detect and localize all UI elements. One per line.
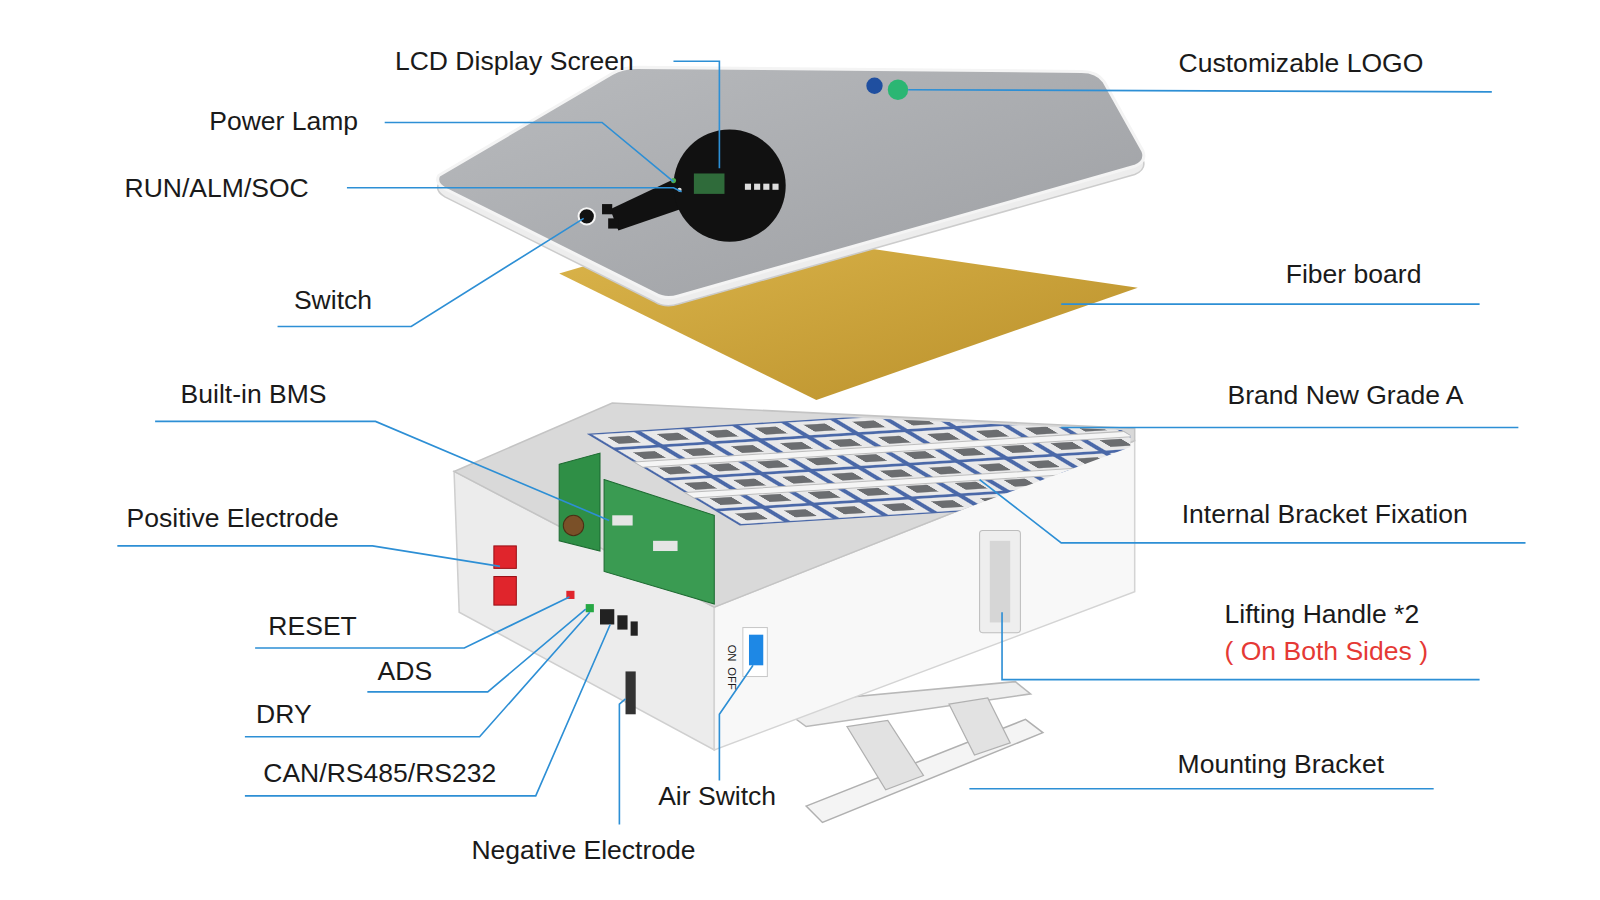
part-label: Negative Electrode	[471, 835, 695, 866]
part-label: Switch	[294, 285, 372, 316]
battery-base	[454, 403, 1230, 750]
note-label: ( On Both Sides )	[1224, 636, 1427, 667]
top-cover	[438, 67, 1144, 305]
part-label: RUN/ALM/SOC	[124, 172, 308, 203]
bms-connector	[612, 515, 632, 525]
bracket-arm	[847, 720, 924, 789]
bracket-bar	[806, 719, 1043, 822]
leader-lines	[117, 61, 1525, 824]
leader-line	[245, 624, 610, 795]
leader-line	[1061, 303, 1479, 305]
bracket-arm	[949, 698, 1010, 755]
positive-terminal	[494, 577, 516, 606]
part-label: Fiber board	[1286, 258, 1422, 289]
switch-button	[579, 208, 595, 224]
leader-line	[367, 609, 585, 692]
comm-port	[617, 615, 627, 629]
internal-bracket	[634, 431, 1133, 467]
cover-top	[438, 67, 1144, 297]
leader-line	[719, 665, 753, 780]
switch-marking: ON	[726, 645, 738, 662]
display-panel	[673, 130, 785, 242]
leader-line	[980, 480, 1526, 543]
logo-mark	[866, 78, 882, 94]
part-label: Power Lamp	[209, 105, 358, 136]
bms-inductor	[563, 515, 583, 535]
leader-line	[347, 188, 682, 192]
handle-recess	[990, 541, 1010, 623]
indicator-led	[745, 184, 751, 190]
bms-board	[604, 480, 714, 604]
leader-line	[385, 122, 674, 181]
leader-line	[278, 218, 584, 326]
positive-terminal	[494, 546, 516, 568]
leader-line	[908, 90, 1492, 92]
comm-port	[631, 621, 638, 635]
air-switch-lever	[749, 635, 763, 666]
negative-terminal	[626, 671, 636, 714]
part-label: Internal Bracket Fixation	[1182, 499, 1468, 530]
port-label: DRY	[256, 699, 312, 730]
indicator-led	[754, 184, 760, 190]
part-label: Air Switch	[658, 781, 776, 812]
indicator-led	[772, 184, 778, 190]
part-label: Built-in BMS	[181, 379, 327, 410]
part-label: LCD Display Screen	[395, 46, 634, 77]
display-tooth	[608, 218, 618, 228]
signal-label: CAN/RS485/RS232	[263, 757, 496, 788]
leader-line	[117, 546, 500, 566]
part-label: Brand New Grade A	[1228, 380, 1464, 411]
leader-line	[619, 699, 625, 825]
port-label: ADS	[378, 655, 433, 686]
bms-connector	[653, 541, 677, 551]
port-label: RESET	[268, 610, 356, 641]
display-tooth	[602, 204, 612, 214]
part-label: Positive Electrode	[127, 502, 339, 533]
part-label: Customizable LOGO	[1179, 48, 1424, 79]
internal-bracket	[685, 462, 1184, 498]
part-label: Lifting Handle *2	[1224, 599, 1419, 630]
air-switch-base	[743, 628, 767, 677]
ads-switch	[586, 604, 594, 612]
comm-port	[600, 609, 614, 624]
leader-line	[255, 597, 569, 648]
leader-line	[969, 788, 1433, 790]
lifting-handle	[980, 531, 1021, 633]
leader-line	[673, 61, 719, 168]
switch-marking: OFF	[726, 667, 738, 689]
part-label: Mounting Bracket	[1178, 749, 1384, 780]
leader-line	[1061, 427, 1518, 429]
logo-mark	[888, 80, 908, 100]
indicator-led	[763, 184, 769, 190]
lcd-screen	[694, 173, 725, 193]
